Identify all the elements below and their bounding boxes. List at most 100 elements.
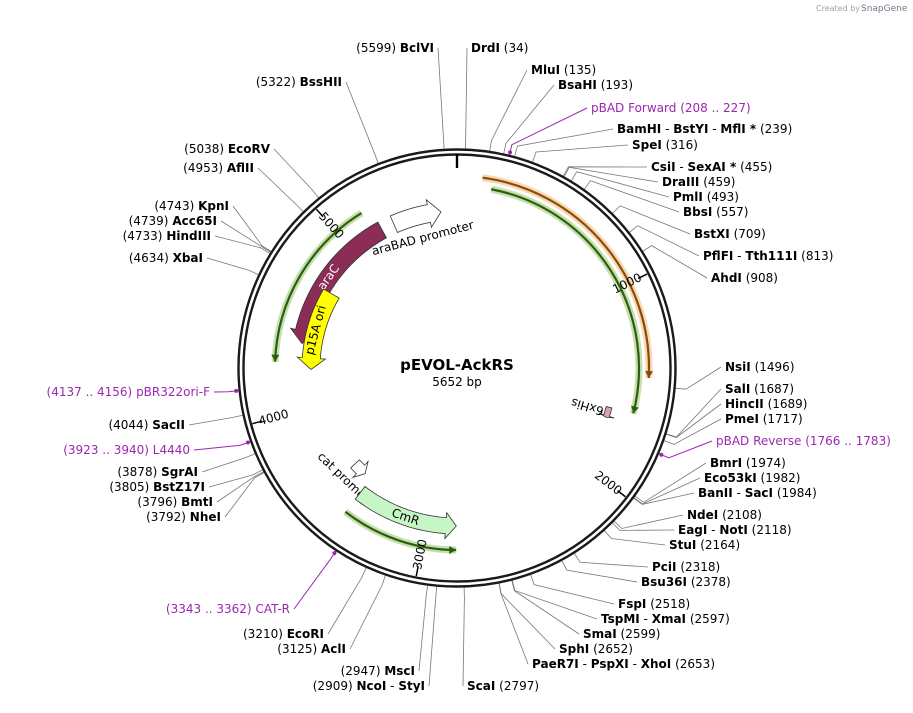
site-label[interactable]: PaeR7I - PspXI - XhoI (2653) <box>532 657 715 671</box>
site-label[interactable]: FspI (2518) <box>618 597 690 611</box>
site-label[interactable]: (3792) NheI <box>146 510 221 524</box>
leader-line <box>561 560 638 583</box>
leader-line <box>663 418 722 445</box>
site-label[interactable]: (3796) BmtI <box>137 495 213 509</box>
site-label[interactable]: CsiI - SexAI * (455) <box>651 160 772 174</box>
site-label[interactable]: SphI (2652) <box>559 642 633 656</box>
site-label[interactable]: (3878) SgrAI <box>117 465 198 479</box>
site-label[interactable]: DrdI (34) <box>471 41 528 55</box>
site-label[interactable]: TspMI - XmaI (2597) <box>601 612 730 626</box>
separator: - <box>708 122 720 136</box>
feature-arrow[interactable] <box>598 405 615 419</box>
feature-arrow[interactable] <box>289 221 387 345</box>
site-label[interactable]: MluI (135) <box>531 63 596 77</box>
leader-line <box>257 167 304 213</box>
site-label-text: (2909) NcoI - StyI <box>313 679 425 693</box>
site-label[interactable]: PflFI - Tth111I (813) <box>703 249 833 263</box>
separator: - <box>640 612 652 626</box>
site-label[interactable]: NdeI (2108) <box>687 508 762 522</box>
feature-arrow[interactable] <box>354 485 457 540</box>
site-label[interactable]: AhdI (908) <box>711 271 778 285</box>
leader-line <box>201 453 256 473</box>
site-label[interactable]: BamHI - BstYI - MflI * (239) <box>617 122 792 136</box>
site-label[interactable]: (4733) HindIII <box>123 229 211 243</box>
site-label[interactable]: PmlI (493) <box>673 190 739 204</box>
site-label[interactable]: (2909) NcoI - StyI <box>313 679 425 693</box>
site-label[interactable]: (5599) BclVI <box>356 41 434 55</box>
enzyme-name: SacII <box>152 418 185 432</box>
site-label[interactable]: (4739) Acc65I <box>129 214 217 228</box>
plasmid-name: pEVOL-AckRS <box>400 356 514 374</box>
enzyme-name: SphI <box>559 642 589 656</box>
site-label[interactable]: NsiI (1496) <box>725 360 795 374</box>
site-label[interactable]: EagI - NotI (2118) <box>678 523 792 537</box>
site-position: (316) <box>666 138 698 152</box>
site-label-text: DraIII (459) <box>662 175 735 189</box>
primer-name: pBR322ori-F <box>136 385 210 399</box>
site-label[interactable]: PmeI (1717) <box>725 412 803 426</box>
site-label[interactable]: BmrI (1974) <box>710 456 786 470</box>
site-label[interactable]: BsaHI (193) <box>558 78 633 92</box>
enzyme-name: PmeI <box>725 412 759 426</box>
leader-line <box>612 205 691 235</box>
tick-mark <box>637 273 648 280</box>
leader-line <box>573 552 649 568</box>
primer-label[interactable]: pBAD Forward (208 .. 227) <box>591 101 751 115</box>
site-position: (2909) <box>313 679 353 693</box>
feature-arrow[interactable] <box>389 198 442 234</box>
feature-arabad-promoter[interactable]: araBAD promoter <box>370 198 475 258</box>
primer-label[interactable]: (3923 .. 3940) L4440 <box>63 443 190 457</box>
primer-label-text: pBAD Reverse (1766 .. 1783) <box>716 434 891 448</box>
site-label[interactable]: Eco53kI (1982) <box>704 471 800 485</box>
primer-site-marker <box>508 150 513 155</box>
site-label[interactable]: BstXI (709) <box>694 227 766 241</box>
separator: - <box>676 160 688 174</box>
enzyme-name: EcoRI <box>287 627 324 641</box>
leader-lines <box>188 47 722 687</box>
site-label[interactable]: (5038) EcoRV <box>184 142 271 156</box>
site-label[interactable]: SpeI (316) <box>632 138 698 152</box>
primer-label[interactable]: pBAD Reverse (1766 .. 1783) <box>716 434 891 448</box>
site-label-text: (3878) SgrAI <box>117 465 198 479</box>
site-label[interactable]: HincII (1689) <box>725 397 807 411</box>
site-label[interactable]: (3210) EcoRI <box>243 627 324 641</box>
site-label[interactable]: ScaI (2797) <box>467 679 539 693</box>
site-label[interactable]: (2947) MscI <box>341 664 415 678</box>
site-label[interactable]: (4044) SacII <box>108 418 185 432</box>
tick-label: 3000 <box>410 538 430 571</box>
leader-line <box>273 148 320 199</box>
enzyme-name: BssHII <box>300 75 342 89</box>
site-label[interactable]: (4953) AflII <box>183 161 254 175</box>
feature-arrow[interactable] <box>296 288 340 370</box>
site-label[interactable]: BanII - SacI (1984) <box>698 486 817 500</box>
primer-label[interactable]: (4137 .. 4156) pBR322ori-F <box>47 385 211 399</box>
leader-line <box>665 403 722 438</box>
site-position: (1974) <box>746 456 786 470</box>
site-label[interactable]: PciI (2318) <box>652 560 720 574</box>
tick-mark <box>617 490 626 498</box>
orf-line <box>490 188 641 414</box>
site-label[interactable]: StuI (2164) <box>669 538 740 552</box>
primer-label[interactable]: (3343 .. 3362) CAT-R <box>166 602 290 616</box>
site-label[interactable]: BbsI (557) <box>683 205 748 219</box>
feature-arrow[interactable] <box>350 459 369 479</box>
site-label[interactable]: SmaI (2599) <box>583 627 660 641</box>
site-label[interactable]: DraIII (459) <box>662 175 735 189</box>
feature-cmr[interactable]: CmR <box>354 485 457 540</box>
site-label[interactable]: (3805) BstZ17I <box>109 480 205 494</box>
primer-label-text: pBAD Forward (208 .. 227) <box>591 101 751 115</box>
site-label[interactable]: (4634) XbaI <box>129 251 203 265</box>
leader-line <box>503 84 555 155</box>
site-position: (3792) <box>146 510 186 524</box>
site-label[interactable]: (5322) BssHII <box>256 75 342 89</box>
feature-6xhis[interactable]: 6xHis <box>569 395 615 419</box>
enzyme-name: NdeI <box>687 508 718 522</box>
enzyme-name: PciI <box>652 560 677 574</box>
site-position: (4743) <box>154 199 194 213</box>
feature-arac[interactable]: araC <box>289 221 387 345</box>
site-label-text: BmrI (1974) <box>710 456 786 470</box>
site-label[interactable]: (3125) AclI <box>277 642 346 656</box>
site-label[interactable]: (4743) KpnI <box>154 199 229 213</box>
site-label[interactable]: SalI (1687) <box>725 382 794 396</box>
site-label[interactable]: Bsu36I (2378) <box>641 575 731 589</box>
